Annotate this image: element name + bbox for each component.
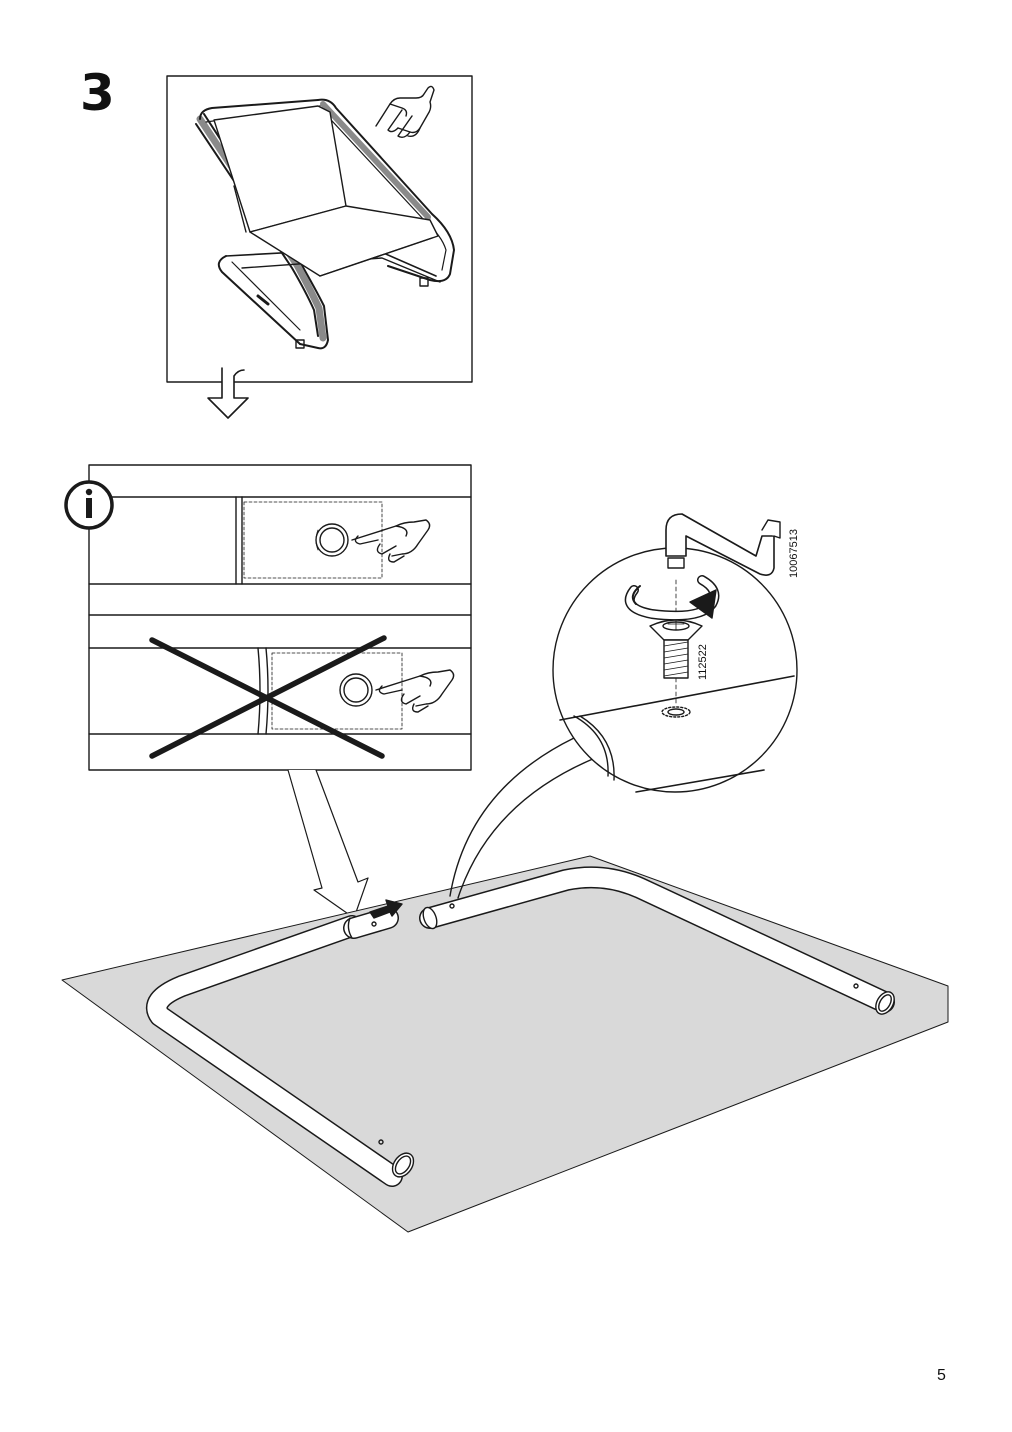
screw-icon (649, 619, 703, 679)
page-number: 5 (937, 1367, 946, 1384)
hand-press-icon (375, 669, 455, 713)
allen-key-code: 10067513 (788, 529, 800, 578)
hand-press-icon (351, 519, 431, 563)
correct-joint (88, 496, 472, 585)
callout-pointer (287, 769, 369, 919)
u-tube (146, 866, 895, 1187)
push-arrow-icon (369, 899, 403, 919)
joint-detail-panel (64, 464, 472, 771)
info-icon (64, 480, 114, 530)
chair-overview-panel (166, 75, 473, 383)
screw-code: 112522 (697, 644, 709, 680)
chair-frame (195, 98, 455, 350)
hand-press-icon (375, 85, 435, 139)
incorrect-joint (88, 635, 472, 759)
down-arrow-icon (207, 367, 249, 419)
magnifier-callout (449, 547, 798, 899)
allen-key-icon (665, 513, 781, 576)
rotate-arrow-icon (624, 575, 720, 621)
step-number: 3 (80, 64, 115, 122)
wrong-cross-icon (149, 635, 387, 759)
